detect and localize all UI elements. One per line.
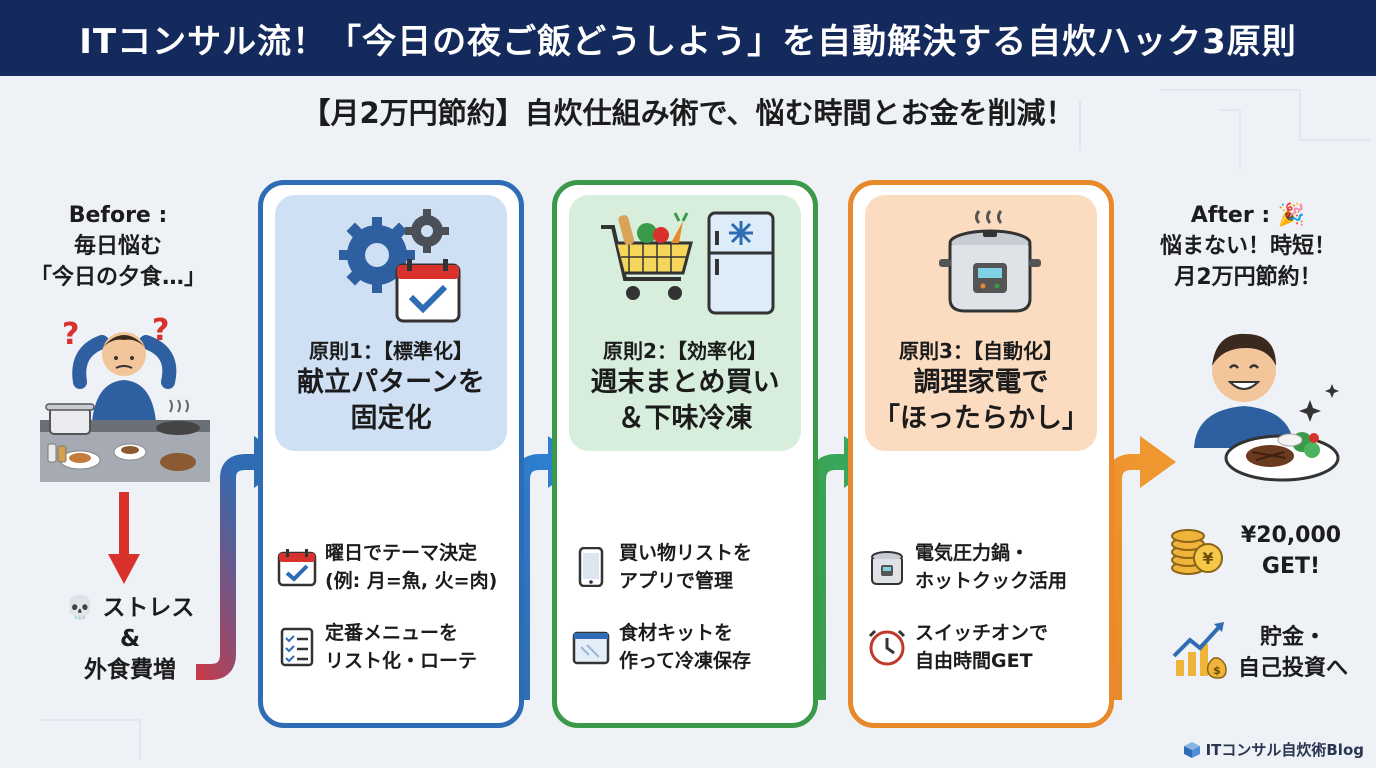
principle-item-text: 定番メニューをリスト化・ローテ (325, 622, 478, 672)
after-line: 月2万円節約！ (1174, 265, 1322, 290)
principle-title-line: ＆下味冷凍 (617, 403, 753, 434)
clock-icon (868, 629, 906, 666)
svg-text:?: ? (62, 317, 79, 352)
smartphone-icon (578, 547, 604, 587)
principle-item: 買い物リストをアプリで管理 (571, 537, 805, 597)
principle-item-text: スイッチオンで自由時間GET (915, 622, 1049, 672)
savings-text: ¥20,000 GET! (1226, 520, 1356, 582)
principle-title-line: 固定化 (350, 403, 432, 434)
principle-card-2: 原則2：【効率化】 週末まとめ買い ＆下味冷凍 買い物リストをアプリで管理 食材… (552, 180, 818, 728)
coin-stack-icon: ¥ (1171, 529, 1223, 575)
checklist-icon (280, 627, 314, 667)
principle-title-line: 「ほったらかし」 (873, 403, 1089, 434)
principle-item: 曜日でテーマ決定(例: 月=魚, 火=肉) (277, 537, 511, 597)
before-result: 💀 ストレス & 外食費増 (40, 593, 220, 686)
investment-text: 貯金・ 自己投資へ (1228, 622, 1358, 684)
calendar-check-icon (277, 549, 317, 587)
footer-brand: ITコンサル自炊術Blog (1183, 739, 1364, 760)
principle-panel: 原則2：【効率化】 週末まとめ買い ＆下味冷凍 (569, 195, 801, 451)
principle-item: スイッチオンで自由時間GET (867, 617, 1101, 677)
savings-line: ¥20,000 (1240, 523, 1342, 548)
principle-item-text: 買い物リストをアプリで管理 (619, 542, 753, 592)
before-line: Before : (68, 203, 168, 228)
svg-text:¥: ¥ (1202, 549, 1213, 568)
principle-item: 定番メニューをリスト化・ローテ (277, 617, 511, 677)
stress-line: 💀 ストレス (65, 595, 195, 621)
principle-title: 調理家電で 「ほったらかし」 (865, 365, 1097, 437)
principle-card-1: 原則1：【標準化】 献立パターンを 固定化 曜日でテーマ決定(例: 月=魚, 火… (258, 180, 524, 728)
cube-logo-icon (1183, 741, 1200, 758)
before-caption: Before : 毎日悩む 「今日の夕食…」 (18, 200, 218, 293)
freezer-bag-icon (572, 631, 610, 665)
principle-item-text: 曜日でテーマ決定(例: 月=魚, 火=肉) (325, 542, 498, 592)
cart-fridge-icon (601, 211, 775, 315)
before-line: 「今日の夕食…」 (29, 265, 206, 290)
pressure-cooker-icon (871, 551, 903, 585)
principle-title: 週末まとめ買い ＆下味冷凍 (569, 365, 801, 437)
arrow-principle-3-to-after (1106, 436, 1176, 700)
growth-chart-icon: $ (1172, 622, 1227, 679)
principle-item: 電気圧力鍋・ホットクック活用 (867, 537, 1101, 597)
after-caption: After : 🎉 悩まない！時短！ 月2万円節約！ (1138, 200, 1358, 293)
principle-item-text: 電気圧力鍋・ホットクック活用 (915, 542, 1068, 592)
principle-card-3: 原則3：【自動化】 調理家電で 「ほったらかし」 電気圧力鍋・ホットクック活用 … (848, 180, 1114, 728)
stressed-person-illustration: ? ? (40, 313, 210, 482)
principle-title-line: 週末まとめ買い (590, 367, 780, 398)
stress-line: 外食費増 (84, 657, 176, 683)
principle-title-line: 献立パターンを (297, 367, 485, 398)
principle-title: 献立パターンを 固定化 (275, 365, 507, 437)
happy-person-illustration (1194, 333, 1340, 482)
stress-line: & (119, 626, 141, 652)
before-line: 毎日悩む (73, 234, 162, 259)
investment-line: 貯金・ (1259, 625, 1326, 650)
principle-panel: 原則3：【自動化】 調理家電で 「ほったらかし」 (865, 195, 1097, 451)
principle-label: 原則2：【効率化】 (603, 339, 767, 363)
skull-icon: 💀 (65, 595, 95, 621)
rice-cooker-icon (939, 210, 1041, 313)
principle-panel: 原則1：【標準化】 献立パターンを 固定化 (275, 195, 507, 451)
savings-line: GET! (1261, 554, 1321, 579)
principle-title-line: 調理家電で (913, 367, 1049, 398)
svg-text:$: $ (1213, 664, 1221, 677)
after-line: After : 🎉 (1190, 203, 1306, 228)
footer-brand-text: ITコンサル自炊術Blog (1205, 741, 1364, 759)
page-title: ITコンサル流！「今日の夜ご飯どうしよう」を自動解決する自炊ハック3原則 (0, 0, 1376, 76)
gears-calendar-icon (339, 209, 461, 323)
principle-label: 原則3：【自動化】 (899, 339, 1063, 363)
principle-item: 食材キットを作って冷凍保存 (571, 617, 805, 677)
page-subtitle: 【月2万円節約】自炊仕組み術で、悩む時間とお金を削減！ (301, 96, 1075, 130)
principle-item-text: 食材キットを作って冷凍保存 (619, 622, 752, 672)
party-popper-icon: 🎉 (1277, 203, 1306, 228)
after-line: 悩まない！時短！ (1159, 234, 1336, 259)
stress-down-arrow (108, 492, 140, 584)
principle-label: 原則1：【標準化】 (309, 339, 473, 363)
investment-line: 自己投資へ (1237, 656, 1348, 681)
